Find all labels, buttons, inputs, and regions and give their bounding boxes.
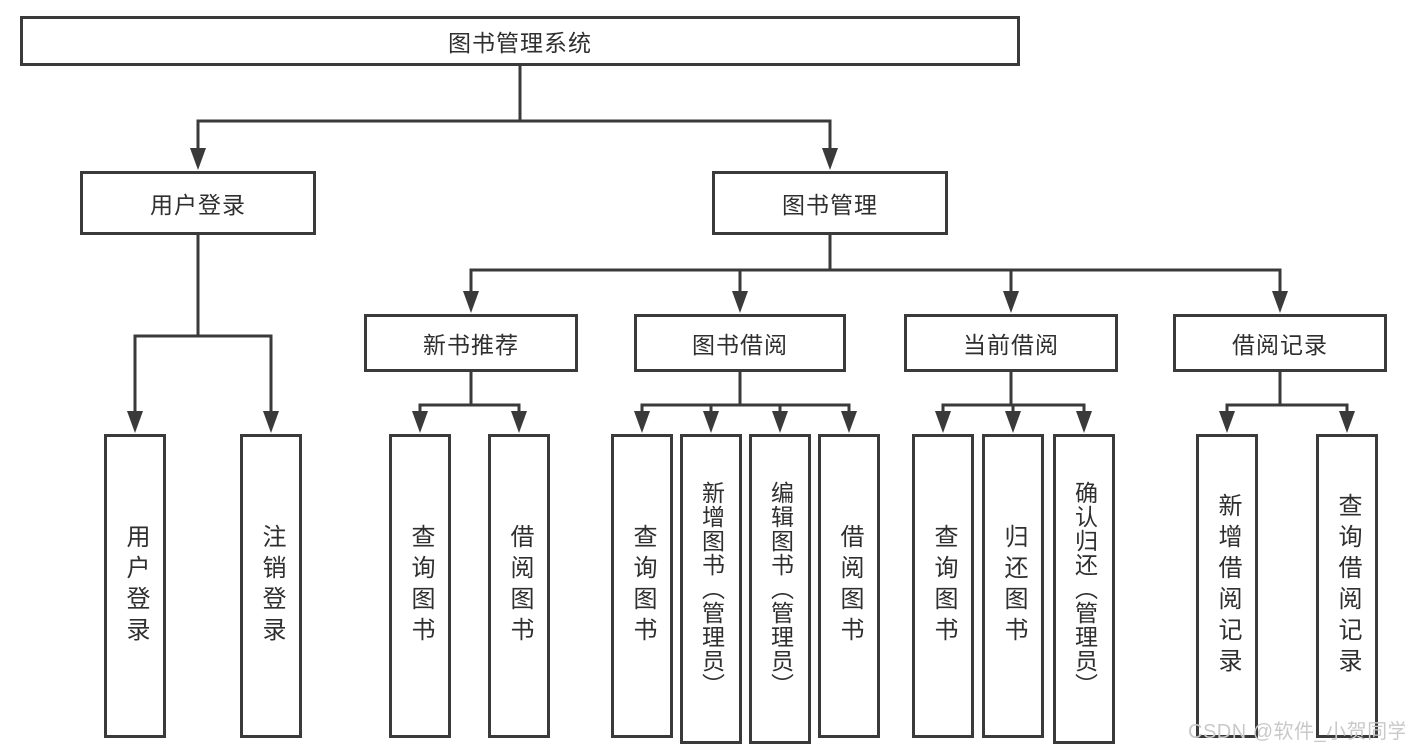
leaf-bb-borrow-books-label: 借阅图书 xyxy=(836,524,863,648)
leaf-nb-query-books-label: 查询图书 xyxy=(407,524,434,648)
node-borrowing-records: 借阅记录 xyxy=(1173,314,1387,372)
node-book-management: 图书管理 xyxy=(712,171,948,235)
leaf-cb-return-books: 归还图书 xyxy=(982,434,1044,738)
leaf-bb-edit-books-admin: 编辑图书（管理员） xyxy=(749,434,811,744)
leaf-bb-edit-books-admin-label: 编辑图书（管理员） xyxy=(767,481,794,697)
arrowheads xyxy=(127,148,1355,433)
leaf-logout-label: 注销登录 xyxy=(258,524,285,648)
leaf-nb-query-books: 查询图书 xyxy=(389,434,451,738)
leaf-br-add-record-label: 新增借阅记录 xyxy=(1214,493,1241,679)
leaf-bb-borrow-books: 借阅图书 xyxy=(818,434,880,738)
leaf-cb-confirm-return-admin-label: 确认归还（管理员） xyxy=(1071,481,1098,697)
csdn-watermark: CSDN @软件_小贺同学 xyxy=(1188,721,1405,743)
leaf-cb-query-books: 查询图书 xyxy=(912,434,974,738)
leaf-br-add-record: 新增借阅记录 xyxy=(1196,434,1258,738)
leaf-nb-borrow-books-label: 借阅图书 xyxy=(506,524,533,648)
leaf-bb-query-books: 查询图书 xyxy=(611,434,673,738)
leaf-user-login: 用户登录 xyxy=(104,434,166,738)
leaf-bb-add-books-admin-label: 新增图书（管理员） xyxy=(698,481,725,697)
leaf-user-login-label: 用户登录 xyxy=(122,524,149,648)
leaf-nb-borrow-books: 借阅图书 xyxy=(488,434,550,738)
leaf-br-query-record-label: 查询借阅记录 xyxy=(1334,493,1361,679)
node-user-login: 用户登录 xyxy=(80,171,316,235)
leaf-br-query-record: 查询借阅记录 xyxy=(1316,434,1378,738)
leaf-bb-add-books-admin: 新增图书（管理员） xyxy=(680,434,742,744)
node-book-borrowing: 图书借阅 xyxy=(634,314,846,372)
leaf-bb-query-books-label: 查询图书 xyxy=(629,524,656,648)
node-current-borrowing: 当前借阅 xyxy=(904,314,1118,372)
leaf-logout: 注销登录 xyxy=(240,434,302,738)
leaf-cb-query-books-label: 查询图书 xyxy=(930,524,957,648)
node-root-system: 图书管理系统 xyxy=(20,16,1020,66)
node-new-book-recommend: 新书推荐 xyxy=(364,314,578,372)
leaf-cb-confirm-return-admin: 确认归还（管理员） xyxy=(1053,434,1115,744)
leaf-cb-return-books-label: 归还图书 xyxy=(1000,524,1027,648)
